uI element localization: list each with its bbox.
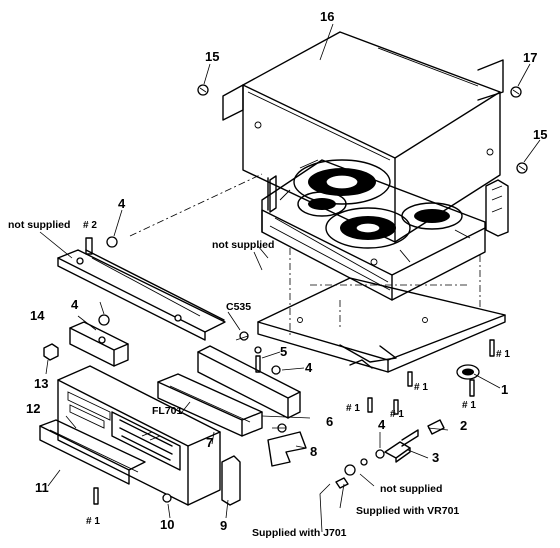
part-label-14: 14 [30, 308, 45, 323]
note-supplied-with-j701: Supplied with J701 [252, 527, 347, 539]
screw-labels: # 2 # 1 # 1 # 1 # 1 # 1 # 1 [83, 220, 510, 527]
screw-label-1b: # 1 [414, 382, 428, 393]
screw-label-1a: # 1 [496, 349, 510, 360]
part-label-8: 8 [310, 444, 317, 459]
part-label-13: 13 [34, 376, 48, 391]
screw-label-1f: # 1 [86, 516, 100, 527]
part-label-15: 15 [205, 49, 219, 64]
side-rail-bracket [57, 173, 263, 341]
jack-parts [335, 419, 445, 489]
note-not-supplied-left: not supplied [8, 219, 70, 231]
main-chassis [257, 248, 506, 373]
leader-lines [39, 23, 541, 533]
part-label-4c: 4 [305, 360, 313, 375]
bracket-9 [221, 455, 241, 506]
ref-fl701: FL701 [152, 405, 183, 417]
part-label-16: 16 [320, 9, 334, 24]
part-label-7: 7 [206, 435, 213, 450]
part-label-10: 10 [160, 517, 174, 532]
part-label-6: 6 [326, 414, 333, 429]
part-label-1: 1 [501, 382, 508, 397]
part-label-12: 12 [26, 401, 40, 416]
screw-label-1e: # 1 [390, 409, 404, 420]
ref-c535: C535 [226, 301, 251, 313]
note-not-supplied-right: not supplied [380, 483, 442, 495]
part-label-11: 11 [35, 480, 49, 495]
part-label-4a: 4 [118, 196, 126, 211]
component-ref-labels: C535 FL701 [152, 301, 251, 417]
part-label-17: 17 [523, 50, 537, 65]
screw-label-1c: # 1 [462, 400, 476, 411]
screw-label-2: # 2 [83, 220, 97, 231]
note-labels: not supplied not supplied not supplied S… [8, 219, 459, 539]
screw-label-1d: # 1 [346, 403, 360, 414]
top-cover [222, 31, 504, 243]
cd-mechanism [261, 159, 509, 301]
button-bracket [69, 321, 129, 367]
note-not-supplied-center: not supplied [212, 239, 274, 251]
part-label-2: 2 [460, 418, 467, 433]
part-label-3: 3 [432, 450, 439, 465]
part-label-9: 9 [220, 518, 227, 533]
screws [85, 84, 528, 505]
wire-clamp-8 [267, 431, 307, 467]
part-label-4d: 4 [71, 297, 79, 312]
note-supplied-with-vr701: Supplied with VR701 [356, 505, 459, 517]
button-knob [43, 343, 59, 361]
part-label-5: 5 [280, 344, 287, 359]
front-panel [57, 365, 221, 506]
part-label-4b: 4 [378, 417, 386, 432]
part-number-labels: 16 15 17 15 4 1 2 3 4 5 4 6 7 8 9 10 11 … [26, 9, 547, 533]
display-board [157, 345, 301, 437]
part-label-15b: 15 [533, 127, 547, 142]
front-filter-window [39, 419, 146, 485]
